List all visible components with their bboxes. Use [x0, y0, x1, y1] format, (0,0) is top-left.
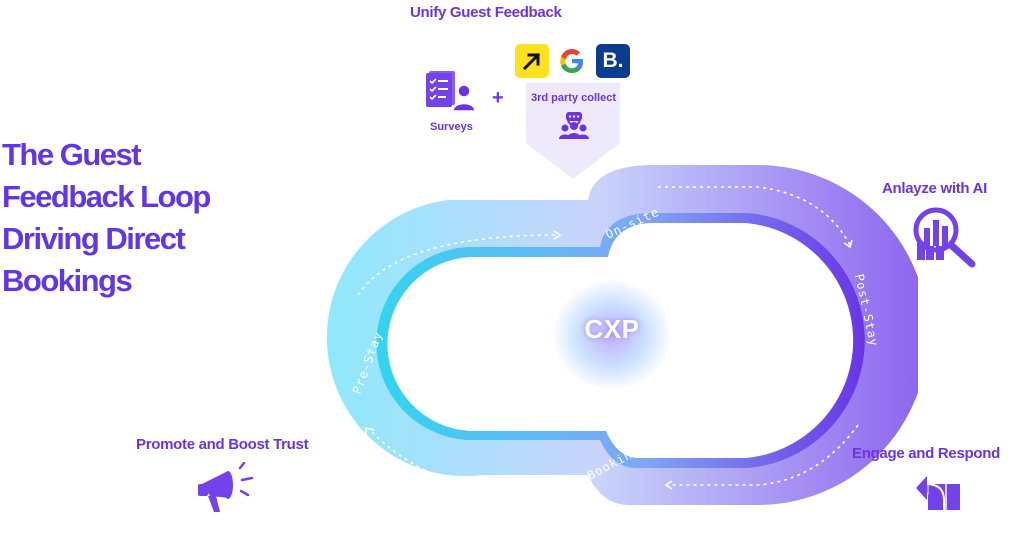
megaphone-icon — [198, 462, 254, 512]
google-logo — [555, 44, 589, 78]
analytics-magnifier-icon — [913, 207, 976, 268]
yelp-arrow-icon — [522, 52, 541, 71]
page-title: The Guest Feedback Loop Driving Direct B… — [2, 137, 211, 298]
third-party-collect-card — [526, 83, 620, 179]
engage-respond-label: Engage and Respond — [852, 445, 1000, 462]
booking-logo: B. — [596, 44, 630, 78]
analyze-ai-label: Anlayze with AI — [882, 180, 987, 197]
arrow-down-right-icon — [843, 239, 853, 249]
reply-icon — [914, 476, 960, 512]
post-stay-path — [668, 424, 859, 486]
cxp-label: CXP — [584, 314, 640, 344]
yelp-logo — [515, 44, 549, 78]
surveys-label: Surveys — [430, 121, 473, 133]
cxp-glow — [553, 280, 671, 390]
plus-sign: + — [492, 87, 504, 109]
arrow-up-left-icon — [365, 426, 375, 437]
third-party-collect-label: 3rd party collect — [531, 92, 616, 104]
google-g-icon — [560, 49, 583, 73]
pre-stay-path — [357, 234, 559, 296]
arrow-right-icon — [553, 230, 562, 240]
survey-icon — [426, 71, 476, 112]
unify-feedback-heading: Unify Guest Feedback — [410, 4, 562, 21]
arrow-left-icon — [664, 480, 673, 490]
booking-path — [369, 429, 569, 501]
booking-logo-text: B. — [602, 49, 624, 72]
promote-trust-label: Promote and Boost Trust — [136, 436, 309, 453]
